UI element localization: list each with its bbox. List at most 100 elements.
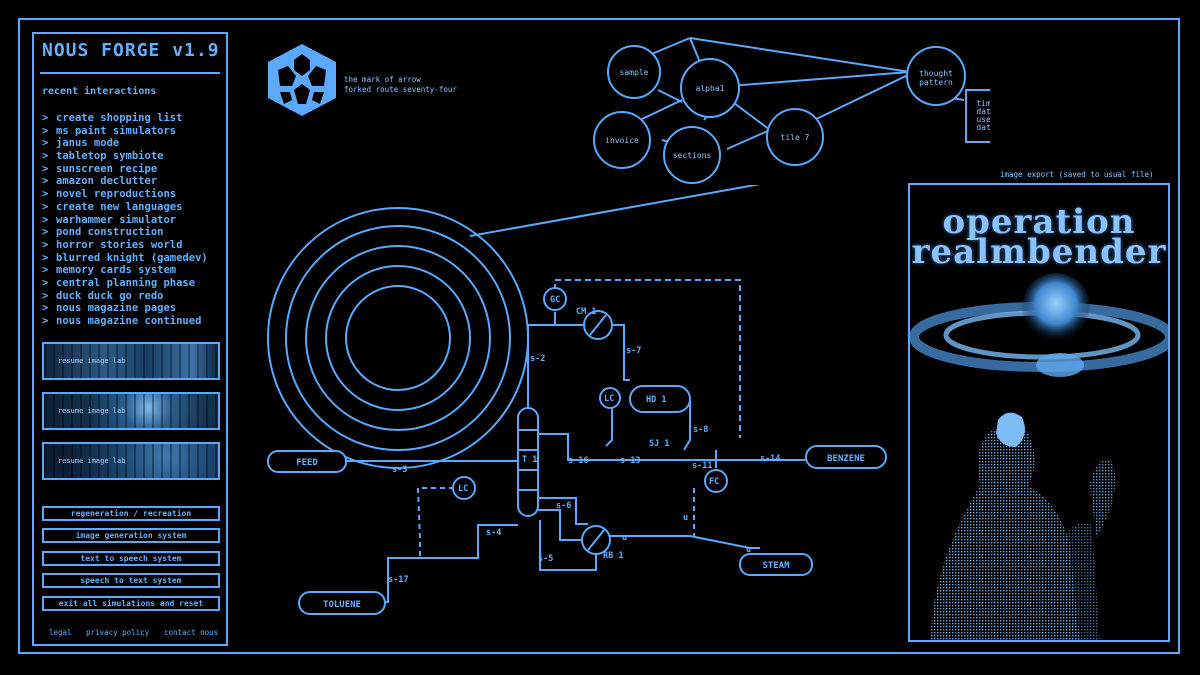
thought-pattern-mindmap: sample alpha1 invoice sections tile 7 th…: [593, 37, 990, 184]
s13-label: s-13: [620, 456, 640, 466]
feed-stream: [267, 450, 347, 473]
s6-label: s-6: [556, 501, 571, 511]
box-label-date: date: [976, 107, 990, 116]
history-item[interactable]: >janus mode: [42, 137, 120, 150]
lc-left-label: LC: [458, 484, 468, 494]
regeneration-button[interactable]: regeneration / recreation: [42, 506, 220, 521]
process-flow-diagram: FEED BENZENE TOLUENE STEAM GC CM 1 LC HD…: [267, 185, 887, 615]
outer-frame: [18, 18, 1180, 654]
node-label-invoice: invoice: [605, 136, 639, 145]
lc-top-label: LC: [604, 394, 614, 404]
forked-cube-logo-icon: [268, 44, 336, 116]
history-item[interactable]: >pond construction: [42, 226, 164, 239]
s8-label: s-8: [693, 425, 708, 435]
privacy-policy-link[interactable]: privacy policy: [86, 628, 150, 637]
toluene-label: TOLUENE: [323, 600, 361, 610]
u-label: u: [683, 513, 688, 523]
caret-icon: >: [42, 150, 49, 163]
exit-and-reset-button[interactable]: exit all simulations and reset: [42, 596, 220, 611]
rb1-label: RB 1: [603, 551, 623, 561]
history-item[interactable]: >sunscreen recipe: [42, 162, 158, 175]
node-tile7: [766, 108, 824, 166]
s5-label: s-5: [538, 554, 553, 564]
caret-icon: >: [42, 302, 49, 315]
s11-label: s-11: [692, 461, 712, 471]
s14-label: s-14: [760, 454, 780, 464]
resume-image-lab-label: resume image lab: [58, 407, 126, 415]
history-item[interactable]: >memory cards system: [42, 264, 177, 277]
history-item[interactable]: >novel reproductions: [42, 188, 177, 201]
thumbnail-image: [44, 444, 218, 478]
node-label-sections: sections: [673, 151, 712, 160]
resume-image-lab-button[interactable]: resume image lab: [42, 342, 220, 380]
resume-image-lab-label: resume image lab: [58, 357, 126, 365]
node-thought-pattern: [906, 46, 966, 106]
node-invoice: [593, 111, 651, 169]
caret-icon: >: [42, 200, 49, 213]
history-item[interactable]: >ms paint simulators: [42, 124, 177, 137]
history-item[interactable]: >duck duck go redo: [42, 289, 164, 302]
node-label-thought: thought: [919, 69, 953, 78]
image-generation-button[interactable]: image generation system: [42, 528, 220, 543]
fc-label: FC: [709, 477, 719, 487]
benzene-label: BENZENE: [827, 454, 865, 464]
s4-label: s-4: [486, 528, 501, 538]
node-alpha1: [680, 58, 740, 118]
node-label-pattern: pattern: [919, 78, 953, 87]
u-label: u: [622, 533, 627, 543]
thumbnail-image: [44, 344, 218, 378]
t1-label: T 1: [522, 455, 537, 465]
caret-icon: >: [42, 175, 49, 188]
caret-icon: >: [42, 213, 49, 226]
caret-icon: >: [42, 124, 49, 137]
s17-label: s-17: [388, 575, 408, 585]
benzene-stream: [805, 445, 887, 469]
box-label-time: time: [976, 99, 990, 108]
caret-icon: >: [42, 137, 49, 150]
app-title: NOUS FORGE v1.9: [42, 40, 220, 61]
s3-label: s-3: [392, 465, 407, 475]
gc-label: GC: [550, 295, 560, 305]
box-label-user: user: [976, 115, 990, 124]
contact-link[interactable]: contact nous: [164, 628, 219, 637]
image-export-caption: image export (saved to usual file): [1000, 170, 1154, 179]
caret-icon: >: [42, 188, 49, 201]
thumbnail-image: [44, 394, 218, 428]
caret-icon: >: [42, 238, 49, 251]
u-label: u: [746, 545, 751, 555]
history-item[interactable]: >tabletop symbiote: [42, 150, 164, 163]
history-item[interactable]: >nous magazine pages: [42, 302, 177, 315]
caret-icon: >: [42, 226, 49, 239]
speech-to-text-button[interactable]: speech to text system: [42, 573, 220, 588]
history-item[interactable]: >amazon declutter: [42, 175, 158, 188]
history-item[interactable]: >create new languages: [42, 200, 183, 213]
logo-caption: the mark of arrow forked route seventy-f…: [344, 75, 457, 94]
cm1-label: CM 1: [576, 307, 596, 317]
recent-interactions-list: >create shopping list >ms paint simulato…: [42, 112, 208, 328]
history-item[interactable]: >warhammer simulator: [42, 213, 177, 226]
toluene-stream: [298, 591, 386, 615]
hd1-label: HD 1: [646, 395, 666, 405]
history-item[interactable]: >central planning phase: [42, 276, 196, 289]
history-item[interactable]: >nous magazine continued: [42, 315, 202, 327]
level-controller-left: [452, 476, 476, 500]
sj1-label: SJ 1: [649, 439, 669, 449]
node-sections: [663, 126, 721, 184]
resume-image-lab-button[interactable]: resume image lab: [42, 442, 220, 480]
legal-link[interactable]: legal: [49, 628, 72, 637]
steam-label: STEAM: [762, 561, 790, 571]
s7-label: s-7: [626, 346, 641, 356]
caret-icon: >: [42, 289, 49, 302]
text-to-speech-button[interactable]: text to speech system: [42, 551, 220, 566]
title-divider: [40, 72, 220, 74]
caret-icon: >: [42, 251, 49, 264]
history-item[interactable]: >create shopping list: [42, 112, 183, 124]
caret-icon: >: [42, 112, 49, 124]
node-label-tile7: tile 7: [781, 133, 810, 142]
history-item[interactable]: >blurred knight (gamedev): [42, 251, 208, 264]
history-item[interactable]: >horror stories world: [42, 238, 183, 251]
resume-image-lab-button[interactable]: resume image lab: [42, 392, 220, 430]
flow-controller: [704, 469, 728, 493]
